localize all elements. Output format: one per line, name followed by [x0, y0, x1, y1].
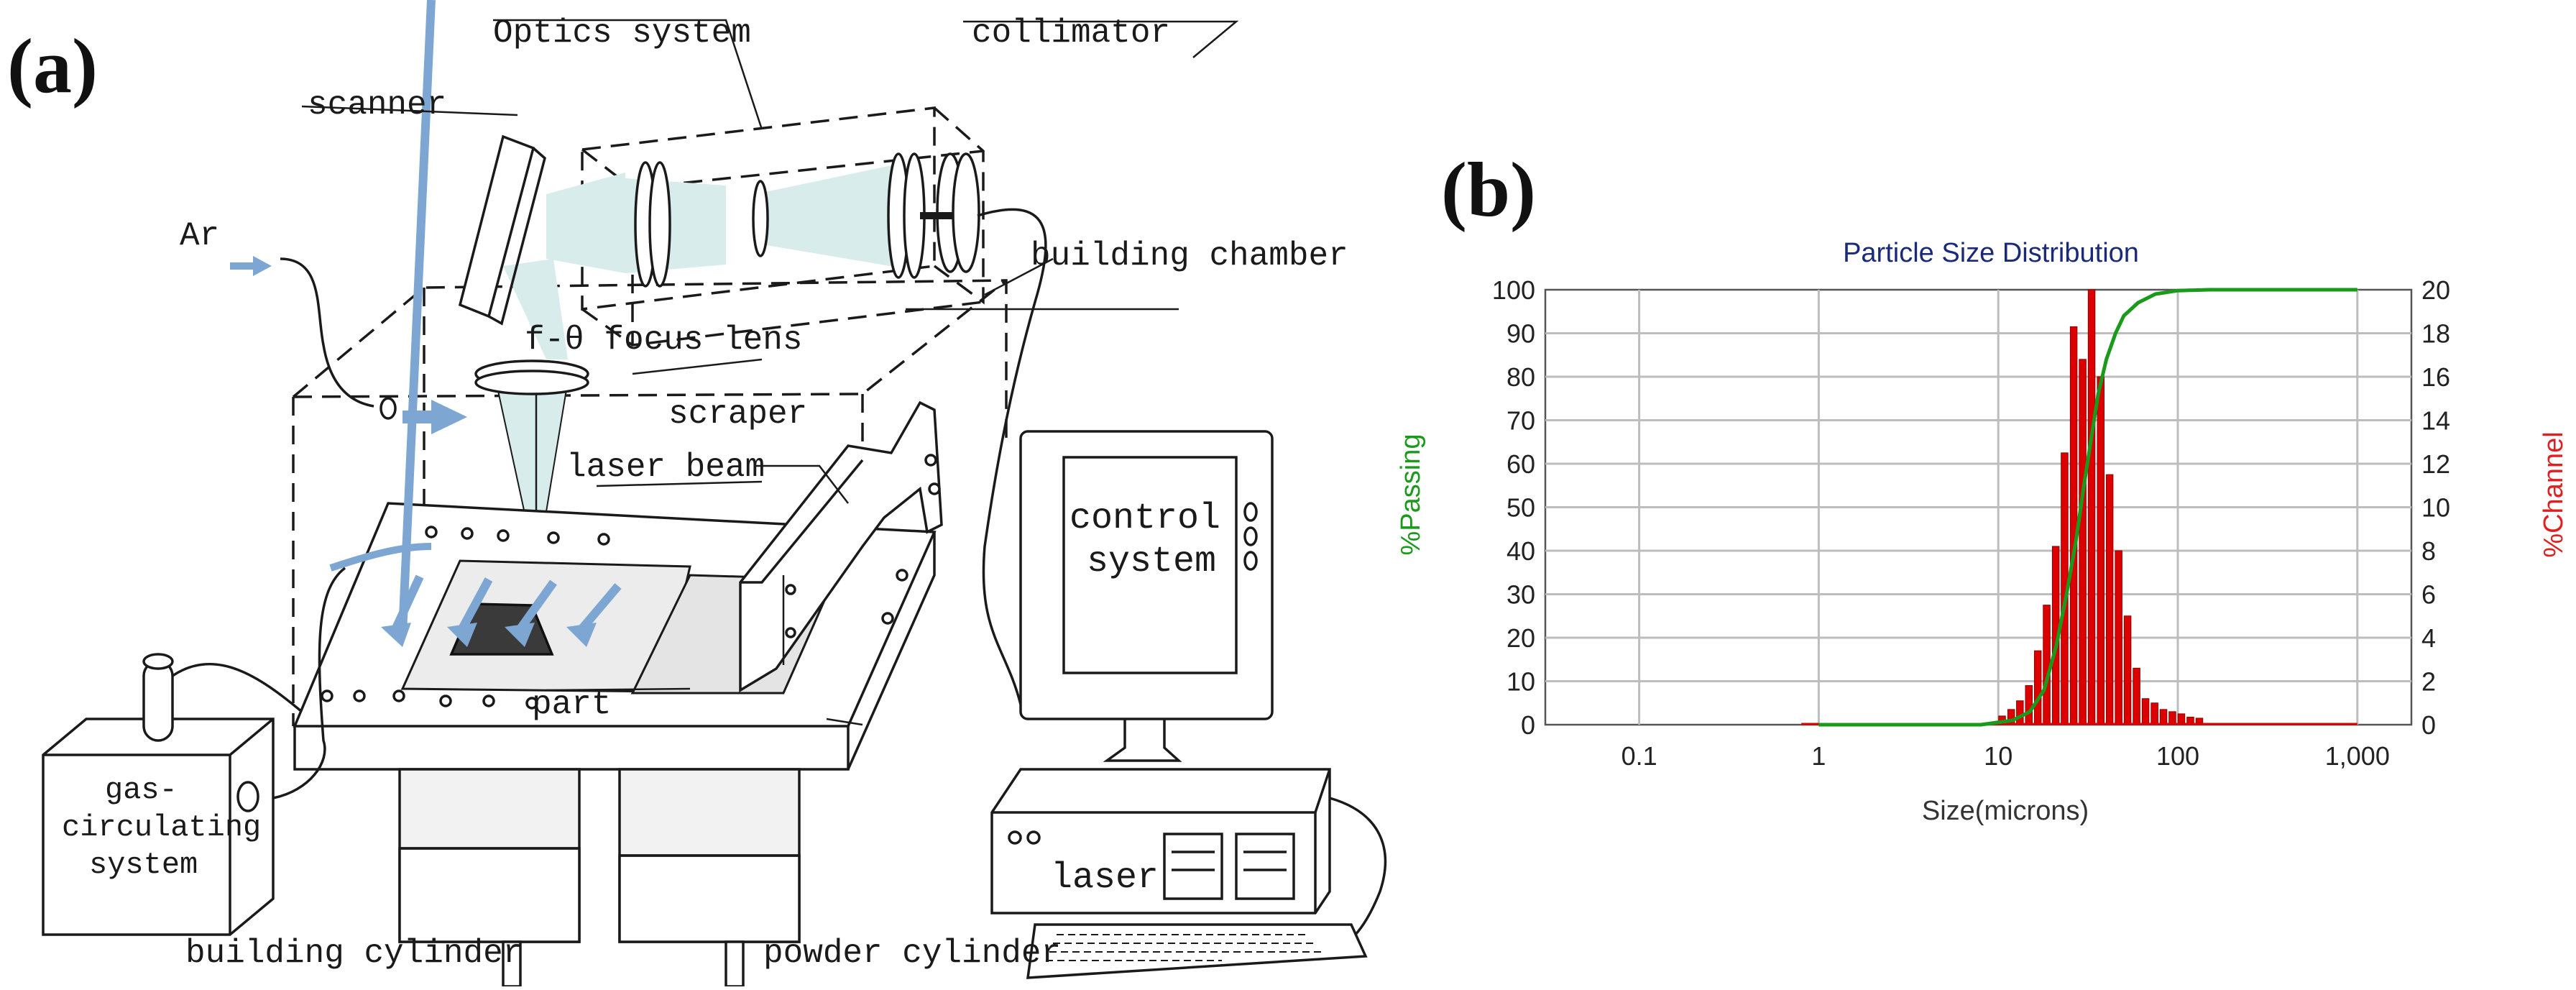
y-tick-left: 0 — [1521, 710, 1535, 740]
y-tick-left: 80 — [1506, 362, 1535, 392]
label-control-1: control — [1070, 498, 1220, 539]
collimator — [920, 152, 1047, 705]
axis-ticks: 0 0 10 2 20 4 30 6 40 8 50 10 60 12 70 14 80 16 90 18 100 20 0… — [1492, 275, 2450, 771]
scanner-mirror — [458, 134, 546, 326]
channel-bar — [2133, 667, 2140, 725]
chart-title: Particle Size Distribution — [1843, 238, 2139, 268]
y-tick-right: 12 — [2421, 449, 2450, 479]
argon-inlet — [230, 256, 467, 434]
y-tick-left: 60 — [1506, 449, 1535, 479]
label-part: part — [532, 686, 611, 723]
y-tick-left: 90 — [1506, 319, 1535, 349]
label-building-cylinder: building cylinder — [185, 935, 523, 972]
channel-bar — [2097, 376, 2104, 725]
panel-a-tag: (a) — [7, 24, 98, 109]
channel-bar — [2141, 698, 2150, 725]
label-scraper: scraper — [668, 395, 807, 433]
channel-bar — [2115, 550, 2122, 725]
label-gas-2: circulating — [62, 810, 261, 845]
panel-a-schematic: (a) — [7, 0, 1386, 988]
x-tick: 0.1 — [1622, 741, 1657, 771]
label-laser: laser — [1051, 858, 1159, 899]
channel-bar — [2033, 650, 2042, 725]
label-building-chamber: building chamber — [1031, 237, 1348, 275]
x-tick: 100 — [2156, 741, 2199, 771]
x-tick: 1,000 — [2325, 741, 2390, 771]
label-gas-3: system — [89, 848, 198, 882]
channel-bar — [2069, 326, 2078, 725]
powder-cylinder — [618, 768, 801, 988]
passing-line — [1818, 288, 2358, 727]
y-tick-right: 2 — [2421, 667, 2436, 697]
leader-lines — [301, 19, 1239, 726]
x-tick: 10 — [1984, 741, 2012, 771]
focus-lens — [474, 359, 589, 395]
channel-bar — [2025, 685, 2033, 725]
channel-bar — [2043, 605, 2051, 725]
y-tick-left: 30 — [1506, 580, 1535, 610]
control-computer — [1019, 430, 1274, 762]
label-scanner: scanner — [308, 86, 446, 124]
optics-lenses — [634, 152, 926, 288]
channel-bar — [2105, 474, 2114, 725]
keyboard — [1026, 923, 1368, 979]
y-axis-left-label: %Passing — [1396, 434, 1426, 556]
y-axis-right-label: %Channel — [2539, 431, 2569, 557]
building-cylinder — [398, 768, 581, 988]
x-axis-label: Size(microns) — [1922, 796, 2089, 826]
panel-b-chart: (b) Particle Size Distribution 0 0 10 2 20 4 3… — [1396, 147, 2569, 826]
y-tick-right: 4 — [2421, 623, 2436, 653]
label-focus-lens: f-θ focus lens — [525, 321, 802, 359]
y-tick-left: 40 — [1506, 536, 1535, 566]
y-tick-right: 10 — [2421, 493, 2450, 523]
channel-bar — [2168, 711, 2176, 725]
passing-curve — [1818, 288, 2358, 727]
x-tick: 1 — [1811, 741, 1826, 771]
y-tick-left: 70 — [1506, 406, 1535, 436]
label-laser-beam: laser beam — [566, 449, 765, 486]
grid — [1545, 290, 2411, 725]
y-tick-left: 50 — [1506, 493, 1535, 523]
label-optics-system: Optics system — [493, 14, 751, 52]
label-gas-1: gas- — [105, 773, 178, 807]
y-tick-left: 20 — [1506, 623, 1535, 653]
label-collimator: collimator — [972, 14, 1170, 52]
y-tick-right: 20 — [2421, 275, 2450, 305]
y-tick-right: 0 — [2421, 710, 2436, 740]
channel-bar — [2079, 359, 2087, 725]
channel-bar — [2150, 702, 2158, 725]
label-control-2: system — [1087, 541, 1216, 582]
label-ar: Ar — [180, 217, 219, 255]
y-tick-right: 14 — [2421, 406, 2450, 436]
channel-bar — [2123, 615, 2132, 725]
y-tick-right: 8 — [2421, 536, 2436, 566]
y-tick-right: 6 — [2421, 580, 2436, 610]
channel-bar — [2016, 700, 2024, 725]
label-powder-cylinder: powder cylinder — [763, 935, 1061, 972]
gas-circulating-system — [42, 567, 346, 936]
channel-bar — [2087, 289, 2096, 725]
channel-bar — [2159, 709, 2168, 725]
y-tick-right: 18 — [2421, 319, 2450, 349]
y-tick-right: 16 — [2421, 362, 2450, 392]
y-tick-left: 100 — [1492, 275, 1535, 305]
scraper — [739, 400, 943, 693]
panel-b-tag: (b) — [1441, 147, 1536, 233]
laser-unit — [990, 768, 1386, 950]
y-tick-left: 10 — [1506, 667, 1535, 697]
